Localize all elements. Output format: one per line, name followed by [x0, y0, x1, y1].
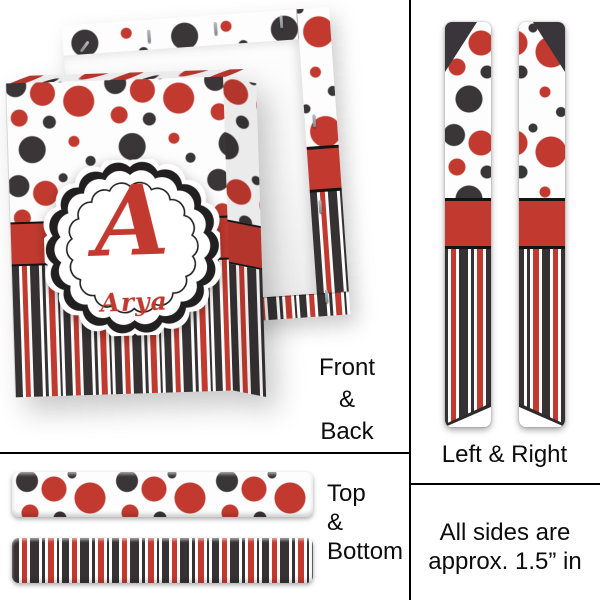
- pattern-divider-line: [445, 198, 491, 201]
- label-line: Back: [320, 418, 374, 445]
- red-band: [227, 221, 263, 269]
- monogram-badge: A Arya: [41, 156, 224, 339]
- scallop-inner-line: [65, 181, 199, 314]
- monogram-initial: A: [92, 163, 171, 279]
- canvas-front-face: A Arya: [5, 76, 233, 398]
- label-top-bottom: Top & Bottom: [327, 479, 403, 566]
- side-strip-left: [445, 22, 491, 427]
- divider-horizontal-right: [409, 483, 600, 485]
- label-line: Front: [318, 354, 375, 381]
- stripes-pattern: [519, 249, 565, 427]
- label-size-note: All sides are approx. 1.5” in: [412, 518, 598, 576]
- dots-pattern: [519, 22, 565, 198]
- stripes-pattern: [228, 263, 267, 398]
- stripes-pattern: [445, 249, 491, 427]
- label-line: approx. 1.5” in: [428, 548, 582, 575]
- label-front-back: Front & Back: [297, 352, 397, 448]
- top-strip-dots: [12, 472, 313, 517]
- canvas-front-view: A Arya: [5, 68, 267, 398]
- corner-fold: [519, 403, 565, 427]
- pattern-divider-line: [519, 198, 565, 201]
- side-strip-right: [519, 22, 565, 427]
- dots-pattern: [223, 76, 261, 227]
- pattern-divider-line: [445, 246, 491, 249]
- label-line: All sides are: [439, 519, 571, 546]
- divider-horizontal-left: [0, 452, 411, 454]
- divider-vertical: [409, 0, 411, 600]
- red-band: [306, 147, 342, 190]
- label-left-right: Left & Right: [441, 441, 568, 468]
- pattern-divider-line: [519, 246, 565, 249]
- dots-pattern: [445, 22, 491, 198]
- label-line: &: [327, 509, 344, 536]
- red-band: [445, 201, 491, 246]
- label-line: &: [338, 386, 355, 413]
- pattern-divider-line: [227, 219, 261, 229]
- red-band: [519, 201, 565, 246]
- pattern-divider-line: [228, 261, 263, 271]
- label-line: Top: [327, 480, 366, 507]
- bottom-strip-stripes: [12, 538, 313, 583]
- label-line: Bottom: [327, 538, 404, 565]
- scalloped-frame: [41, 156, 224, 339]
- corner-fold: [445, 403, 491, 427]
- name-text: Arya: [99, 286, 169, 318]
